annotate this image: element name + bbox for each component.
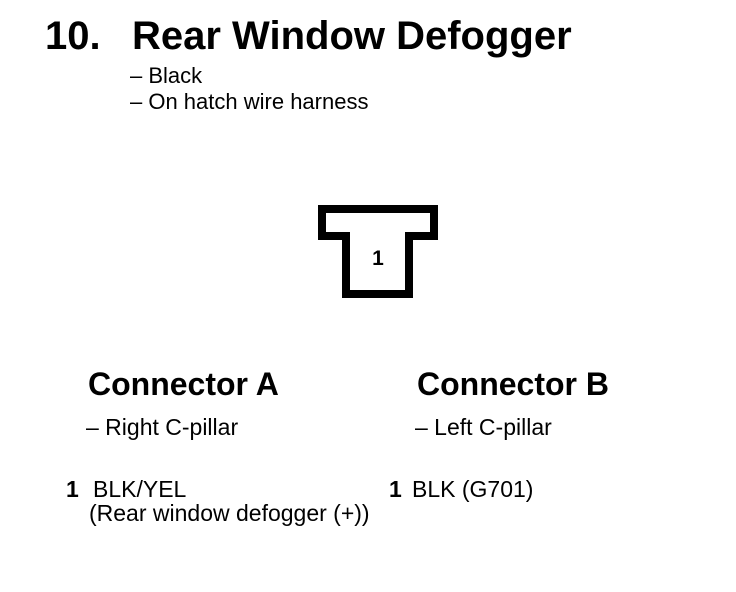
connector-a-pin-number: 1 xyxy=(66,476,79,502)
connector-a-pin-wire: BLK/YEL xyxy=(93,476,187,502)
connector-a-pin-description: (Rear window defogger (+)) xyxy=(89,500,370,526)
connector-cavity-number: 1 xyxy=(372,247,384,270)
connector-b-pin-number: 1 xyxy=(389,476,402,502)
harness-color-note: – Black xyxy=(130,63,203,88)
connector-b-title: Connector B xyxy=(417,366,609,402)
connector-b-pin-wire: BLK (G701) xyxy=(412,476,534,502)
connector-diagram: 1 xyxy=(318,205,438,298)
connector-outline xyxy=(318,205,438,298)
harness-location-note: – On hatch wire harness xyxy=(130,89,369,114)
section-number: 10. xyxy=(45,14,101,58)
page-title: Rear Window Defogger xyxy=(132,14,572,58)
connector-b-location: – Left C-pillar xyxy=(415,414,552,440)
connector-a-title: Connector A xyxy=(88,366,279,402)
connector-a-location: – Right C-pillar xyxy=(86,414,239,440)
